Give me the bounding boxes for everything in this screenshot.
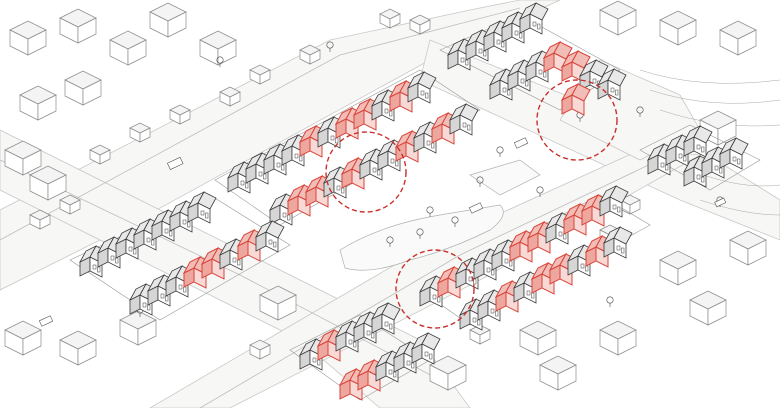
focus-circles — [325, 79, 618, 329]
central-park — [136, 41, 724, 318]
focus-circle-northeast — [536, 79, 618, 161]
street-details — [38, 137, 727, 327]
block-west — [69, 191, 291, 321]
block-northeast — [439, 2, 627, 116]
focus-circle-north — [325, 131, 407, 213]
block-north — [214, 69, 481, 226]
block-south — [289, 302, 441, 401]
focus-circle-center — [395, 249, 475, 329]
block-center — [419, 185, 651, 331]
block-east — [639, 124, 761, 191]
